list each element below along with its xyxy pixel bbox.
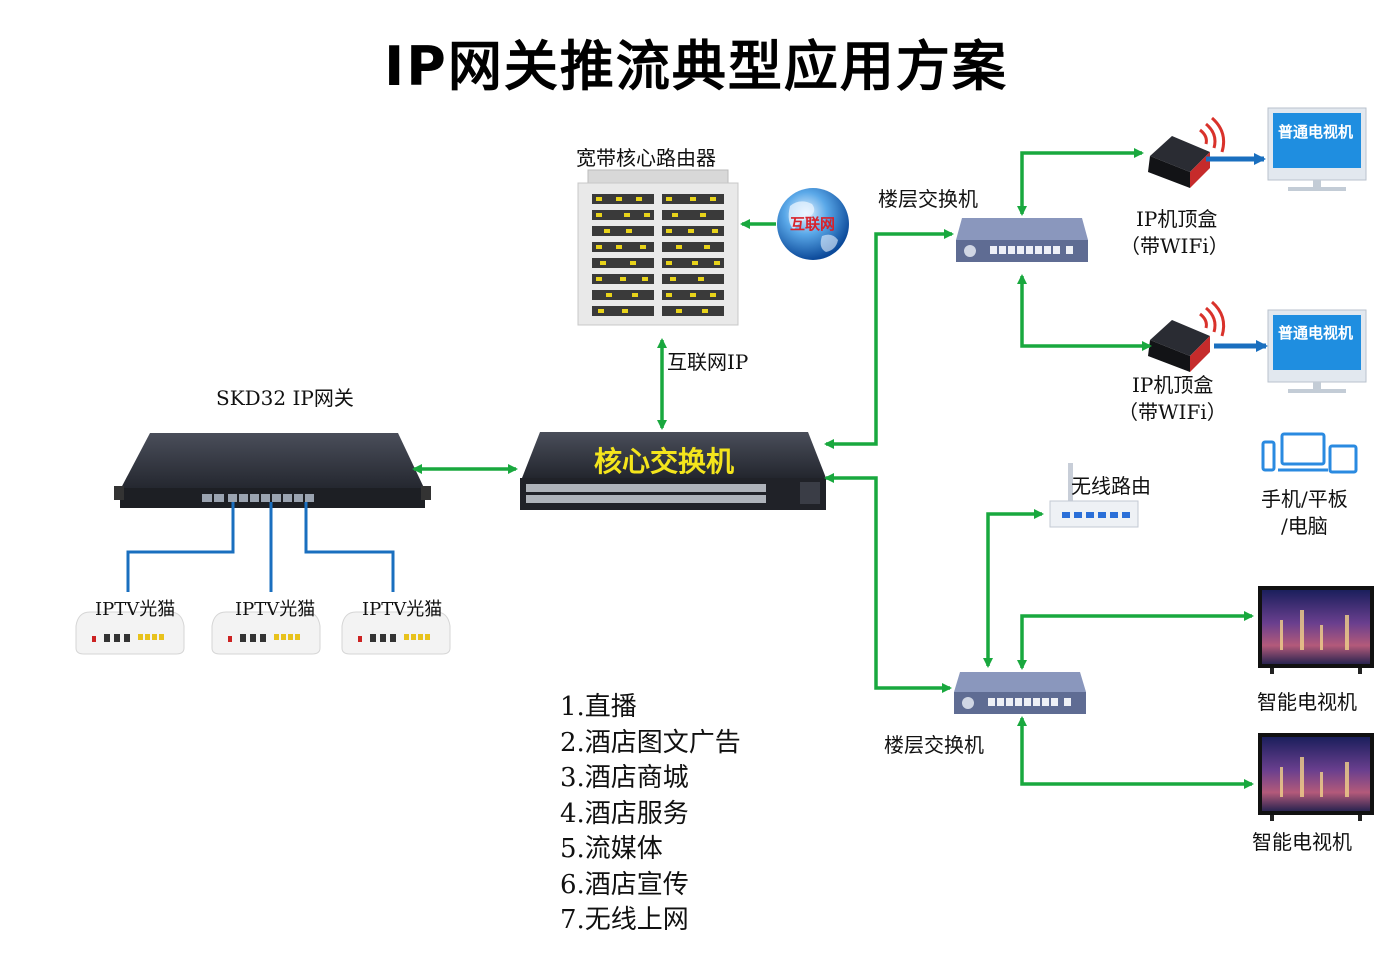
phone-tablet-pc-icon — [1261, 432, 1358, 474]
link-core-floor1 — [824, 229, 954, 449]
modem-3-label: IPTV光猫 — [362, 599, 443, 620]
tv-2-label: 普通电视机 — [1278, 324, 1354, 342]
feature-item: 6.酒店宣传 — [560, 870, 689, 900]
switch-icon — [954, 672, 1086, 714]
modem-icon — [75, 611, 185, 655]
smart-tv-2-label: 智能电视机 — [1252, 830, 1352, 854]
gateway-device-icon — [114, 433, 431, 508]
monitor-icon — [1267, 309, 1367, 393]
core-router-label: 宽带核心路由器 — [576, 146, 716, 170]
feature-item: 5.流媒体 — [560, 834, 663, 864]
link-floor2-smarttv2 — [1017, 716, 1254, 789]
modem-1-label: IPTV光猫 — [95, 599, 176, 620]
gateway-label: SKD32 IP网关 — [216, 386, 354, 410]
stb-2-sublabel: （带WIFi） — [1118, 400, 1227, 424]
wireless-router-label: 无线路由 — [1071, 474, 1151, 498]
link-gateway-modem3 — [304, 502, 395, 592]
link-core-floor2 — [824, 473, 952, 693]
page-title: IP网关推流典型应用方案 — [384, 35, 1008, 98]
devices-label: 手机/平板 — [1261, 487, 1348, 511]
stb-1-label: IP机顶盒 — [1136, 207, 1218, 231]
stb-icon — [1148, 300, 1226, 372]
switch-icon — [956, 218, 1088, 262]
stb-1-sublabel: （带WIFi） — [1120, 234, 1229, 258]
link-floor2-router — [983, 509, 1044, 668]
modem-icon — [211, 611, 321, 655]
devices-sublabel: /电脑 — [1281, 514, 1328, 538]
floor-switch-1-label: 楼层交换机 — [878, 187, 978, 211]
feature-item: 3.酒店商城 — [560, 763, 689, 793]
internet-ip-label: 互联网IP — [667, 350, 749, 374]
core-switch-icon — [520, 432, 826, 510]
internet-label: 互联网 — [790, 215, 836, 233]
link-floor1-stb2 — [1017, 274, 1152, 351]
modem-icon — [341, 611, 451, 655]
stb-icon — [1148, 116, 1226, 188]
feature-item: 7.无线上网 — [560, 905, 689, 935]
feature-item: 2.酒店图文广告 — [560, 728, 741, 758]
router-icon — [1049, 463, 1139, 528]
link-gateway-modem1 — [126, 502, 235, 592]
smart-tv-1-label: 智能电视机 — [1257, 690, 1357, 714]
smart-tv-icon — [1258, 586, 1374, 674]
core-switch-label: 核心交换机 — [594, 445, 735, 478]
link-floor1-stb1 — [1017, 148, 1144, 216]
link-floor2-smarttv1 — [1017, 611, 1254, 670]
smart-tv-icon — [1258, 733, 1374, 821]
modem-2-label: IPTV光猫 — [235, 599, 316, 620]
monitor-icon — [1267, 107, 1367, 191]
tv-1-label: 普通电视机 — [1278, 123, 1354, 141]
server-rack-icon — [577, 169, 739, 326]
feature-item: 4.酒店服务 — [560, 799, 689, 829]
feature-item: 1.直播 — [560, 692, 637, 722]
stb-2-label: IP机顶盒 — [1132, 373, 1214, 397]
floor-switch-2-label: 楼层交换机 — [884, 733, 984, 757]
